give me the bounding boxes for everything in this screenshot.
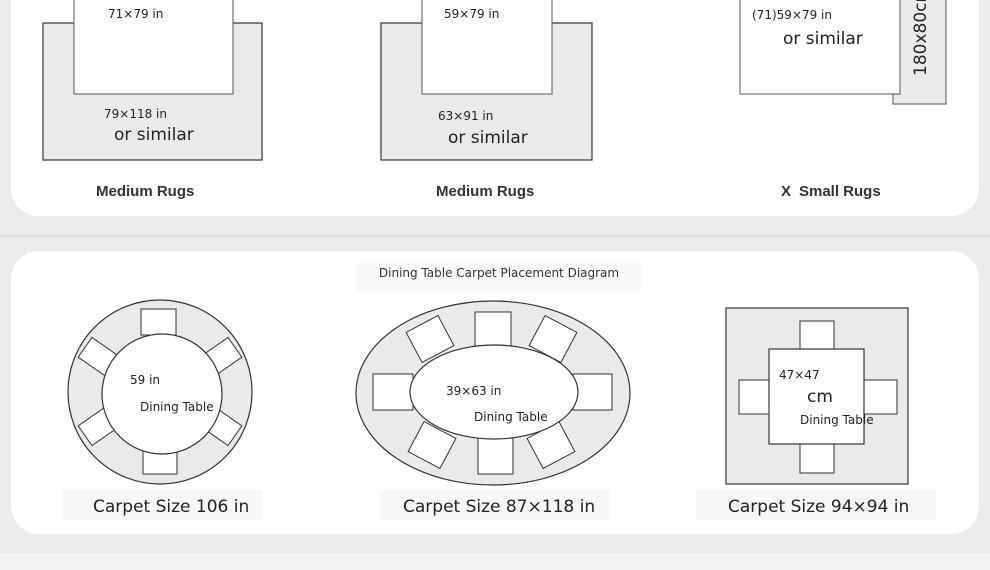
square-chair-right [862, 379, 898, 415]
oval-chair-left [372, 373, 414, 411]
oval-size-bg [380, 490, 610, 520]
oval-table-label: Dining Table [474, 410, 548, 424]
oval-chair-bottom [477, 436, 514, 475]
oval-chair-right [572, 373, 613, 411]
bottom-strip [0, 553, 990, 570]
rug-2-inner [421, 0, 553, 95]
rug-3-caption: Small Rugs [799, 183, 881, 200]
rug-2-caption: Medium Rugs [436, 183, 535, 200]
diagram-title: Dining Table Carpet Placement Diagram [356, 262, 642, 292]
oval-chair-top [474, 311, 512, 349]
round-carpet-size: Carpet Size 106 in [93, 497, 250, 517]
round-table [101, 333, 223, 455]
rug-2-inner-label: 59×79 in [444, 7, 500, 21]
section-divider [0, 235, 990, 237]
square-table [768, 348, 865, 445]
rug-2-similar: or similar [448, 128, 528, 148]
rug-3-similar: or similar [783, 29, 863, 49]
rug-1-caption: Medium Rugs [96, 183, 195, 200]
square-table-label: Dining Table [800, 413, 874, 427]
square-carpet-size: Carpet Size 94×94 in [728, 497, 910, 517]
oval-table [409, 344, 579, 440]
rug-1-inner-label: 71×79 in [108, 7, 164, 21]
oval-chair-bl [407, 420, 457, 470]
rug-3-caption-prefix: X [781, 183, 792, 200]
rug-1-outer-label: 79×118 in [104, 107, 167, 121]
round-size-bg [62, 490, 262, 520]
rug-1-similar: or similar [114, 125, 194, 145]
oval-table-size: 39×63 in [446, 384, 502, 398]
round-table-label: Dining Table [140, 400, 214, 414]
rug-2-outer-label: 63×91 in [438, 109, 494, 123]
square-size-bg [696, 490, 936, 520]
rug-3-side [892, 0, 947, 105]
square-chair-top [799, 320, 835, 352]
square-chair-left [738, 379, 772, 415]
rug-1-inner [73, 0, 234, 95]
rug-3-inner-label: (71)59×79 in [752, 8, 832, 22]
oval-chair-tl [405, 314, 455, 364]
square-chair-bottom [799, 442, 835, 474]
rug-3-vertical-label: 180x80cm [911, 0, 931, 76]
square-unit-glyph: cm [807, 387, 833, 407]
rug-3-inner [739, 0, 901, 95]
oval-carpet-size: Carpet Size 87×118 in [403, 497, 596, 517]
square-table-size: 47×47 [779, 368, 820, 382]
round-table-size: 59 in [130, 373, 161, 387]
round-chair-top [140, 308, 177, 336]
